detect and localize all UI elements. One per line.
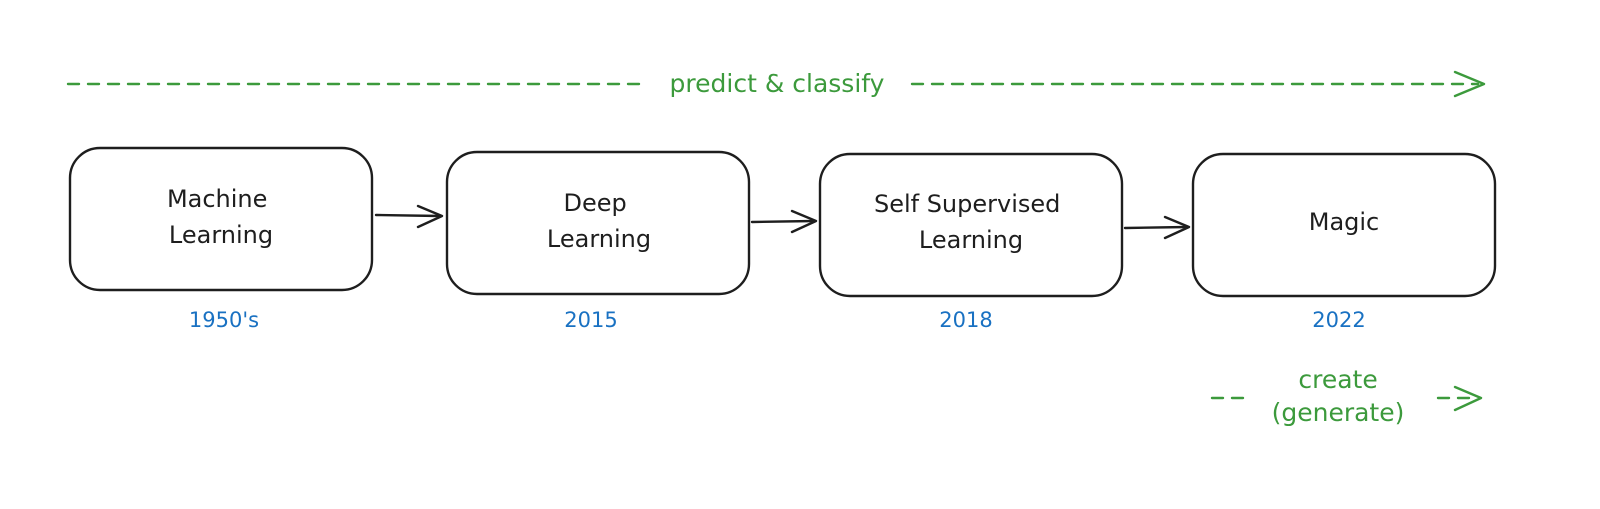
connector-arrow-1 — [374, 204, 444, 229]
stage-year: 1950's — [189, 308, 259, 332]
stage-label-line-2: Learning — [169, 221, 273, 249]
connector-arrowhead — [790, 209, 818, 234]
create-label-line-2: (generate) — [1272, 398, 1405, 427]
stage-label-line-1: Deep — [564, 189, 627, 217]
connector-arrowhead — [1163, 215, 1191, 240]
create-arrowhead — [1453, 385, 1483, 412]
predict-arrowhead — [1453, 70, 1486, 98]
create-label-line-1: create — [1298, 365, 1377, 394]
stage-label: Machine Learning — [167, 185, 275, 249]
connector-line — [750, 219, 816, 224]
predict-classify-label: predict & classify — [670, 69, 885, 98]
connector-arrow-2 — [750, 209, 818, 234]
connector-line — [1123, 225, 1189, 230]
connector-arrowhead — [416, 204, 444, 229]
stage-self-supervised-learning: Self Supervised Learning 2018 — [818, 152, 1124, 332]
stage-box — [1191, 152, 1497, 298]
stage-label-line-2: Learning — [547, 225, 651, 253]
stage-box — [445, 150, 751, 296]
stage-year: 2018 — [939, 308, 992, 332]
stage-box — [818, 152, 1124, 298]
stage-deep-learning: Deep Learning 2015 — [445, 150, 751, 332]
stage-year: 2022 — [1312, 308, 1365, 332]
stage-machine-learning: Machine Learning 1950's — [68, 146, 374, 332]
predict-classify-arrow: predict & classify — [66, 69, 1486, 98]
stage-label-line-1: Magic — [1309, 208, 1380, 236]
create-generate-arrow: create (generate) — [1210, 365, 1483, 427]
stage-box — [68, 146, 374, 292]
stage-label: Self Supervised Learning — [874, 190, 1068, 254]
stage-label-line-2: Learning — [919, 226, 1023, 254]
stage-label: Magic — [1309, 208, 1380, 236]
stage-magic: Magic 2022 — [1191, 152, 1497, 332]
connector-line — [374, 213, 442, 218]
connector-arrow-3 — [1123, 215, 1191, 240]
create-generate-label: create (generate) — [1272, 365, 1405, 427]
stage-label-line-1: Self Supervised — [874, 190, 1060, 218]
stage-label: Deep Learning — [547, 189, 651, 253]
stage-year: 2015 — [564, 308, 617, 332]
stage-label-line-1: Machine — [167, 185, 267, 213]
